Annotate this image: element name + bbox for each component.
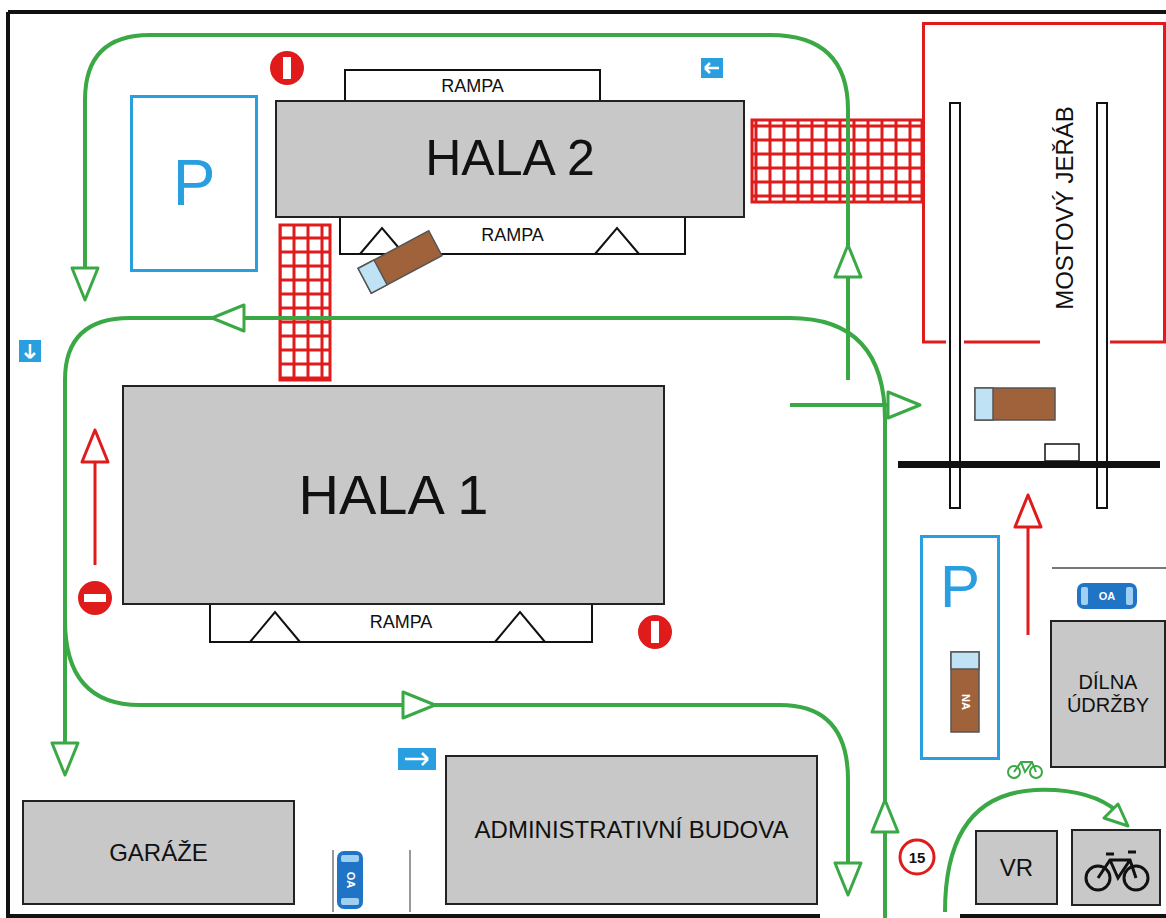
no-entry-sign — [270, 51, 304, 85]
no-entry-sign — [638, 615, 672, 649]
ramp-bay — [495, 612, 545, 642]
speed-limit: 15 — [909, 850, 926, 865]
building-name: RAMPA — [441, 76, 504, 97]
parking-area: P — [920, 535, 1000, 760]
arrowhead — [1104, 804, 1128, 826]
ramp-bay — [250, 612, 300, 642]
arrowhead — [872, 800, 898, 832]
building-name: P — [940, 552, 980, 621]
crane-zone-edge — [964, 341, 1040, 344]
building-name: HALA 1 — [299, 463, 489, 527]
car-window — [1126, 587, 1133, 605]
car-window — [1081, 587, 1088, 605]
traffic-routes — [65, 35, 1118, 918]
arrowhead — [835, 245, 861, 277]
one-way-sign — [19, 340, 41, 362]
route-line — [85, 35, 848, 380]
ramp: RAMPA — [340, 216, 685, 254]
crane-rail — [950, 103, 960, 508]
building-name: RAMPA — [370, 612, 433, 633]
arrowhead — [1015, 495, 1041, 527]
sign-arrow — [25, 344, 35, 358]
bike-shed — [1072, 830, 1160, 905]
one-way-sign — [701, 58, 723, 78]
ramp-outline — [345, 70, 600, 102]
parking-line — [409, 850, 411, 912]
ramp: RAMPA — [345, 70, 600, 102]
arrowhead — [72, 268, 98, 300]
guard-house: VR — [975, 830, 1058, 905]
truck-cab — [358, 260, 387, 293]
crane-zone-edge — [922, 341, 946, 344]
arrowhead — [888, 392, 920, 418]
crane-trolley — [1045, 444, 1079, 461]
arrowhead — [82, 430, 108, 462]
truck-icon — [358, 231, 442, 293]
car-body — [337, 851, 363, 909]
ramp-bay — [595, 228, 639, 254]
arrowhead — [52, 743, 78, 775]
parking-area: P — [130, 95, 258, 272]
crane-beam — [898, 461, 1160, 468]
workshop: DÍLNA ÚDRŽBY — [1050, 620, 1166, 768]
speed-limit-sign — [900, 840, 934, 874]
ramp-outline — [210, 603, 592, 642]
site-boundary — [8, 914, 820, 918]
site-boundary — [960, 914, 1166, 918]
ramp: RAMPA — [210, 603, 592, 642]
sign-bar — [84, 594, 106, 602]
parking-line — [1052, 567, 1166, 569]
car-label: OA — [1099, 591, 1116, 602]
building-name: MOSTOVÝ JEŘÁB — [1051, 106, 1079, 310]
hall: HALA 1 — [122, 385, 665, 605]
truck-body — [358, 231, 442, 293]
sign-arrow — [705, 63, 719, 73]
car-label: OA — [345, 872, 356, 889]
arrowhead — [403, 692, 435, 718]
truck-cab — [975, 388, 993, 420]
crane-zone-edge — [1110, 341, 1166, 344]
bike-frame — [1014, 762, 1036, 772]
hall: HALA 2 — [275, 100, 745, 218]
car-window — [341, 898, 359, 905]
ramp-outline — [340, 216, 685, 254]
building-name: HALA 2 — [425, 130, 595, 188]
bike-symbol — [1086, 852, 1148, 890]
bike-frame — [1098, 852, 1136, 878]
no-entry-sign — [78, 581, 112, 615]
crane-zone: MOSTOVÝ JEŘÁB — [922, 22, 1166, 342]
building-name: P — [173, 147, 216, 221]
bike-symbol-small — [1008, 762, 1042, 778]
danger-zone — [752, 120, 922, 202]
sign-bar — [283, 57, 291, 79]
admin-building: ADMINISTRATIVNÍ BUDOVA — [445, 755, 818, 905]
site-boundary — [8, 10, 1166, 14]
building-name: RAMPA — [481, 225, 544, 246]
building-name: DÍLNA ÚDRŽBY — [1060, 671, 1156, 717]
truck-body — [951, 652, 979, 732]
danger-zone — [280, 225, 330, 380]
truck-body — [975, 388, 1055, 420]
garages: GARÁŽE — [22, 800, 295, 905]
red-arrow-line — [94, 460, 97, 565]
building-name: ADMINISTRATIVNÍ BUDOVA — [475, 816, 789, 844]
red-arrow-line — [1027, 525, 1030, 635]
sign-arrow — [405, 753, 428, 765]
sign-bar — [651, 621, 659, 643]
parking-line — [332, 850, 334, 912]
site-boundary — [6, 12, 10, 918]
building-name: VR — [1000, 854, 1033, 882]
car-window — [341, 855, 359, 862]
one-way-sign — [398, 748, 436, 770]
building-name: GARÁŽE — [109, 839, 208, 867]
car-body — [1077, 583, 1137, 609]
truck-cab — [951, 652, 979, 669]
arrowhead — [212, 305, 244, 331]
truck-label: NA — [960, 694, 971, 710]
arrowhead — [835, 863, 861, 895]
crane-rail — [1097, 103, 1107, 508]
